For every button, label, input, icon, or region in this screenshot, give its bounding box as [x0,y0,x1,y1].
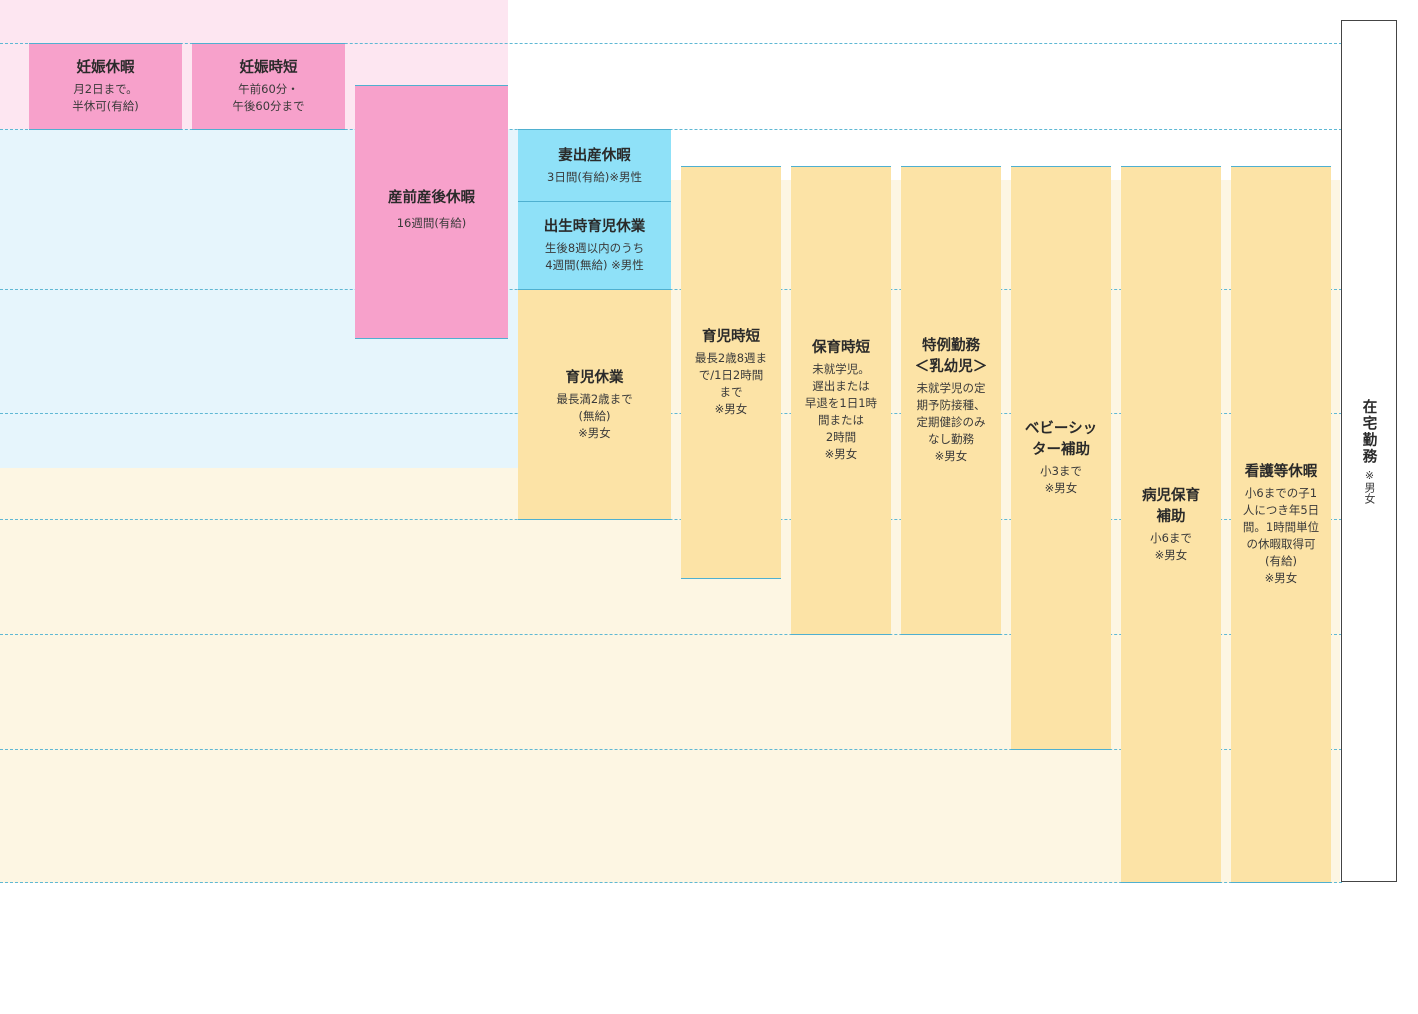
pregnancy-leave-box: 妊娠休暇 月2日まで。 半休可(有給) [29,43,182,130]
childcare-leave-box: 育児休業 最長満2歳まで (無給) ※男女 [518,290,671,520]
special-work-desc: 未就学児の定 期予防接種、 定期健診のみ なし勤務 ※男女 [916,381,986,463]
pregnancy-short-box: 妊娠時短 午前60分・ 午後60分まで [192,43,345,130]
remote-work-box: 在宅勤務 ※男女 [1341,20,1397,882]
remote-work-title: 在宅勤務 [1360,398,1377,465]
sick-child-care-title: 病児保育 補助 [1142,487,1200,525]
sick-child-care-desc: 小6まで ※男女 [1150,530,1192,562]
childcare-short-box: 育児時短 最長2歳8週ま で/1日2時間 まで ※男女 [681,166,781,579]
pregnancy-short-title: 妊娠時短 [239,60,298,76]
childcare-period-band-upper [670,180,1340,468]
spouse-birth-leave-title: 妻出産休暇 [558,147,631,164]
spouse-birth-leave-box: 妻出産休暇 3日間(有給)※男性 [518,129,671,202]
sick-child-care-box: 病児保育 補助 小6まで ※男女 [1121,166,1221,883]
grid-line [0,413,1342,414]
nursery-short-box: 保育時短 未就学児。 遅出または 早退を1日1時 間または 2時間 ※男女 [791,166,891,635]
pregnancy-leave-desc: 月2日まで。 半休可(有給) [72,82,139,113]
babysitter-desc: 小3まで ※男女 [1040,464,1082,495]
childcare-period-band [0,468,1340,883]
nursery-short-desc: 未就学児。 遅出または 早退を1日1時 間または 2時間 ※男女 [804,362,878,461]
childcare-short-title: 育児時短 [702,329,760,345]
childcare-leave-desc: 最長満2歳まで (無給) ※男女 [556,391,633,440]
maternity-leave-desc: 16週間(有給) [396,216,467,230]
grid-line [0,519,1342,520]
spouse-birth-leave-desc: 3日間(有給)※男性 [547,169,642,184]
nursing-leave-desc: 小6までの子1 人につき年5日 間。1時間単位 の休暇取得可 (有給) ※男女 [1242,486,1320,585]
grid-line [0,882,1342,883]
maternity-leave-box: 産前産後休暇 16週間(有給) [355,85,508,339]
childcare-leave-title: 育児休業 [565,369,624,386]
grid-line [0,43,1342,44]
babysitter-title: ベビーシッ ター補助 [1024,421,1098,458]
nursing-leave-title: 看護等休暇 [1244,464,1318,480]
remote-work-note: ※男女 [1363,468,1376,504]
nursing-leave-box: 看護等休暇 小6までの子1 人につき年5日 間。1時間単位 の休暇取得可 (有給… [1231,166,1331,883]
pregnancy-short-desc: 午前60分・ 午後60分まで [232,82,305,113]
grid-line [0,749,1342,750]
childcare-short-desc: 最長2歳8週ま で/1日2時間 まで ※男女 [694,351,768,416]
nursery-short-title: 保育時短 [812,340,870,356]
grid-line [0,289,1342,290]
birth-childcare-leave-title: 出生時育児休業 [543,219,646,235]
babysitter-box: ベビーシッ ター補助 小3まで ※男女 [1011,166,1111,750]
special-work-title: 特例勤務 ＜乳幼児＞ [914,338,988,375]
grid-line [0,634,1342,635]
maternity-leave-title: 産前産後休暇 [388,190,475,206]
birth-childcare-leave-desc: 生後8週以内のうち 4週間(無給) ※男性 [544,241,645,272]
birth-childcare-leave-box: 出生時育児休業 生後8週以内のうち 4週間(無給) ※男性 [518,202,671,290]
special-work-box: 特例勤務 ＜乳幼児＞ 未就学児の定 期予防接種、 定期健診のみ なし勤務 ※男女 [901,166,1001,635]
pregnancy-leave-title: 妊娠休暇 [76,60,135,76]
grid-line [0,129,1342,130]
